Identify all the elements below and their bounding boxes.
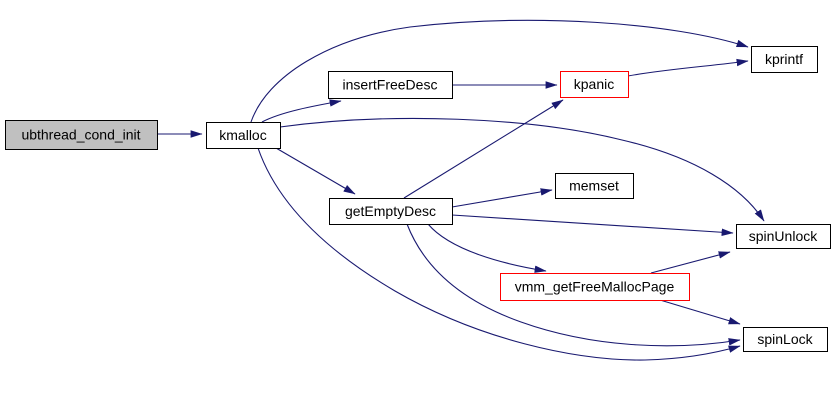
node-kprintf[interactable]: kprintf xyxy=(751,46,818,73)
edge-kmalloc-to-getEmptyDesc xyxy=(275,147,356,195)
edge-getEmptyDesc-to-kpanic xyxy=(403,99,564,199)
node-box-vmm_getFreeMallocPage[interactable] xyxy=(500,273,690,301)
node-spinUnlock[interactable]: spinUnlock xyxy=(736,224,831,249)
edge-getEmptyDesc-to-vmm_getFreeMallocPage xyxy=(427,223,547,273)
edge-getEmptyDesc-to-spinUnlock xyxy=(451,214,734,236)
node-box-getEmptyDesc[interactable] xyxy=(329,198,453,225)
edge-kpanic-to-kprintf xyxy=(627,58,749,77)
edge-vmm_getFreeMallocPage-to-spinUnlock xyxy=(650,251,731,274)
node-insertFreeDesc[interactable]: insertFreeDesc xyxy=(328,71,453,99)
node-box-spinUnlock[interactable] xyxy=(736,224,831,249)
node-spinLock[interactable]: spinLock xyxy=(743,327,828,352)
node-label-spinUnlock: spinUnlock xyxy=(749,228,818,244)
node-label-vmm_getFreeMallocPage: vmm_getFreeMallocPage xyxy=(515,279,675,295)
node-label-getEmptyDesc: getEmptyDesc xyxy=(345,203,436,219)
node-box-kprintf[interactable] xyxy=(751,46,818,73)
node-kpanic[interactable]: kpanic xyxy=(560,71,629,98)
node-label-kpanic: kpanic xyxy=(574,76,614,92)
node-label-memset: memset xyxy=(569,178,619,194)
node-memset[interactable]: memset xyxy=(555,173,634,199)
node-label-kmalloc: kmalloc xyxy=(219,127,266,143)
node-getEmptyDesc[interactable]: getEmptyDesc xyxy=(329,198,453,225)
edge-kmalloc-to-spinLock xyxy=(257,147,741,361)
node-label-ubthread_cond_init: ubthread_cond_init xyxy=(21,127,140,143)
node-box-ubthread_cond_init xyxy=(5,120,158,150)
edge-kmalloc-to-insertFreeDesc xyxy=(261,99,342,123)
edge-kmalloc-to-kprintf xyxy=(250,19,749,123)
edge-kmalloc-to-spinUnlock xyxy=(279,117,765,222)
edge-getEmptyDesc-to-spinLock xyxy=(406,223,741,347)
edge-getEmptyDesc-to-memset xyxy=(451,188,553,208)
node-box-spinLock[interactable] xyxy=(743,327,828,352)
edge-vmm_getFreeMallocPage-to-spinLock xyxy=(659,299,741,325)
node-label-spinLock: spinLock xyxy=(757,331,813,347)
node-box-kpanic[interactable] xyxy=(560,71,629,98)
node-label-kprintf: kprintf xyxy=(765,51,803,67)
node-box-kmalloc[interactable] xyxy=(206,122,281,149)
node-kmalloc[interactable]: kmalloc xyxy=(206,122,281,149)
node-box-memset[interactable] xyxy=(555,173,634,199)
node-vmm_getFreeMallocPage[interactable]: vmm_getFreeMallocPage xyxy=(500,273,690,301)
node-box-insertFreeDesc[interactable] xyxy=(328,71,453,99)
node-label-insertFreeDesc: insertFreeDesc xyxy=(343,77,438,93)
node-ubthread_cond_init: ubthread_cond_init xyxy=(5,120,158,150)
